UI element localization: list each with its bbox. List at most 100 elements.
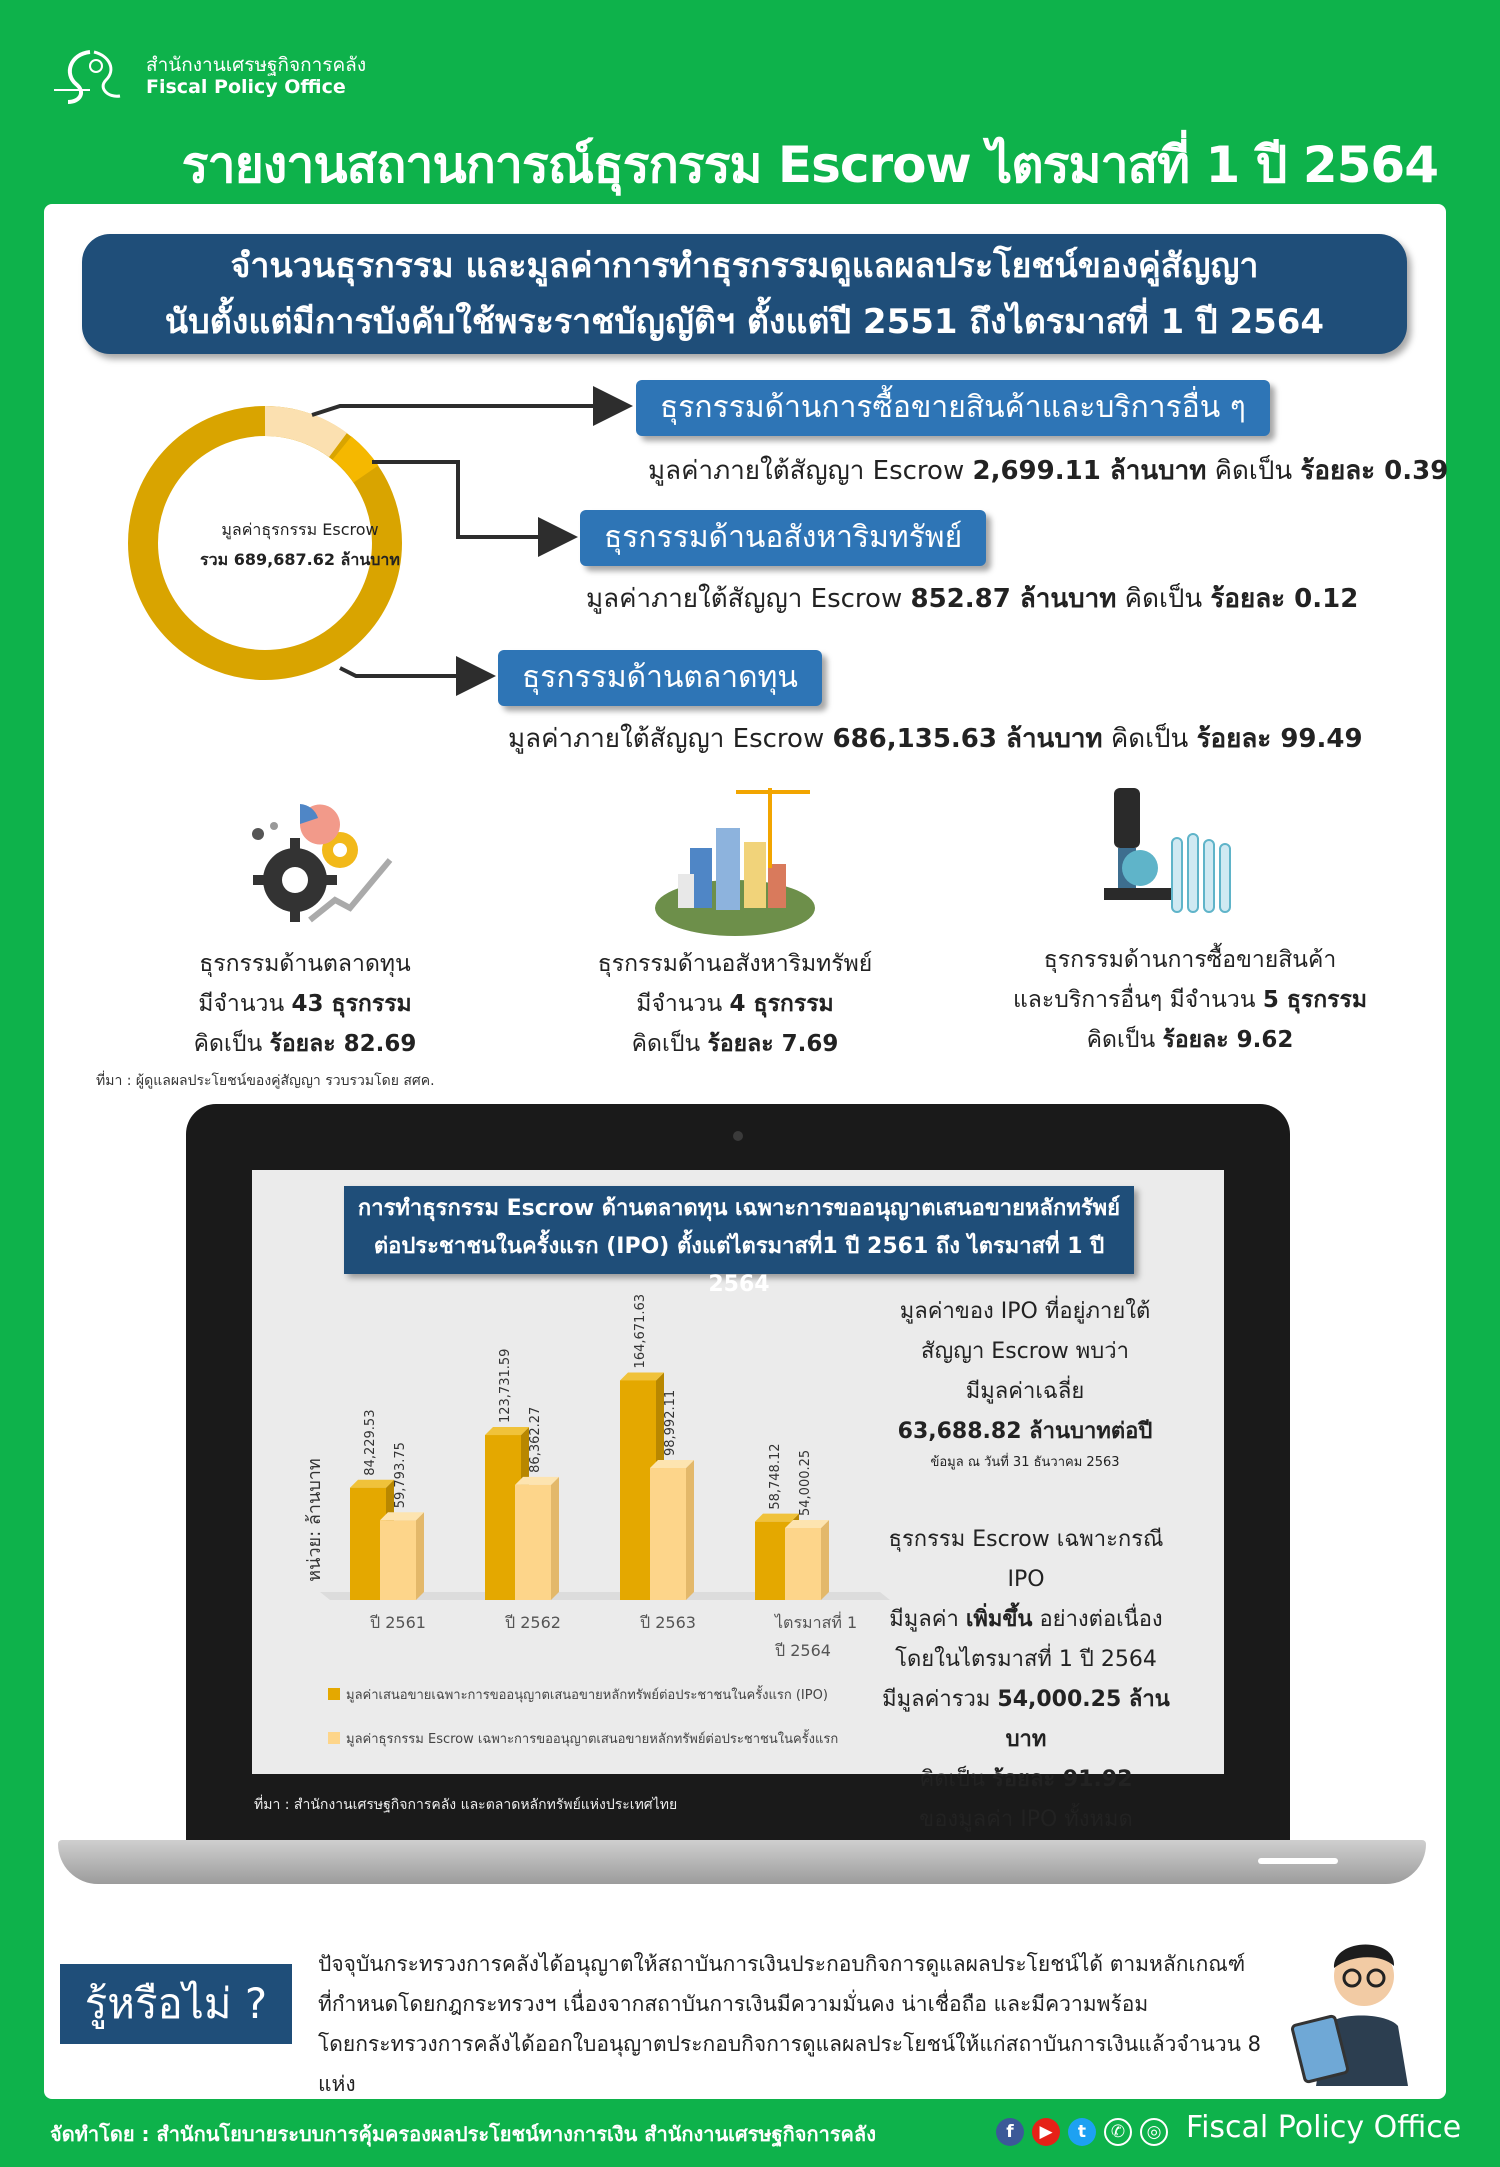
value-prefix: มูลค่าภายใต้สัญญา Escrow (586, 584, 911, 614)
x-tick-label: ปี 2562 (505, 1613, 561, 1632)
count-title: ธุรกรรมด้านอสังหาริมทรัพย์ (597, 951, 873, 977)
microscope-icon (1104, 788, 1231, 913)
side-span: อย่างต่อเนื่อง (1032, 1607, 1163, 1632)
footer-brand: Fiscal Policy Office (1186, 2110, 1462, 2145)
know-line: โดยกระทรวงการคลังได้ออกใบอนุญาตประกอบกิจ… (318, 2032, 1262, 2096)
bar-top (650, 1460, 694, 1469)
value-mid: คิดเป็น (1102, 724, 1197, 754)
arrow-to-goods (311, 386, 633, 426)
x-tick-label: ปี 2561 (370, 1613, 426, 1632)
bar-data-label: 59,793.75 (393, 1442, 408, 1508)
page-title: รายงานสถานการณ์ธุรกรรม Escrow ไตรมาสที่ … (181, 136, 1439, 194)
side-line: ธุรกรรม Escrow เฉพาะกรณี IPO (888, 1527, 1164, 1592)
side-line: มูลค่าของ IPO ที่อยู่ภายใต้ (899, 1299, 1151, 1324)
bar-data-label: 164,671.63 (633, 1294, 648, 1368)
side-line-bold: 63,688.82 ล้านบาทต่อปี (897, 1419, 1153, 1444)
bar-side (821, 1519, 829, 1600)
count-prefix: มีจำนวน (198, 991, 292, 1017)
count-title: ธุรกรรมด้านตลาดทุน (199, 951, 411, 977)
count-value: 4 ธุรกรรม (729, 991, 834, 1017)
bar (515, 1484, 551, 1600)
count-percent: คิดเป็น ร้อยละ 82.69 (150, 1024, 460, 1064)
bar-top (350, 1479, 394, 1488)
count-number: มีจำนวน 43 ธุรกรรม (150, 984, 460, 1024)
donut-center-label: มูลค่าธุรกรรม Escrow รวม 689,687.62 ล้าน… (150, 515, 450, 575)
banner-line-1: จำนวนธุรกรรม และมูลค่าการทำธุรกรรมดูแลผล… (230, 246, 1259, 286)
screen-title-line-2: ต่อประชาชนในครั้งแรก (IPO) ตั้งแต่ไตรมาส… (373, 1234, 1105, 1297)
side-bold: ร้อยละ 91.92 (992, 1767, 1133, 1792)
percent-prefix: คิดเป็น (1086, 1027, 1163, 1053)
count-capital: ธุรกรรมด้านตลาดทุน มีจำนวน 43 ธุรกรรม คิ… (150, 944, 460, 1064)
value-amount: 2,699.11 ล้านบาท (972, 456, 1207, 486)
side-span: มีมูลค่า (889, 1607, 966, 1632)
legend-label: มูลค่าเสนอขายเฉพาะการขออนุญาตเสนอขายหลัก… (346, 1685, 828, 1703)
connector-arrows (311, 386, 633, 696)
count-prefix: และบริการอื่นๆ มีจำนวน (1012, 987, 1263, 1013)
legend-swatch (328, 1732, 340, 1744)
side-line: โดยในไตรมาสที่ 1 ปี 2564 (895, 1647, 1157, 1672)
bar-data-label: 54,000.25 (798, 1450, 813, 1516)
gears-chart-icon (252, 804, 393, 923)
side-line: คิดเป็น ร้อยละ 91.92 (876, 1760, 1176, 1800)
know-line: ปัจจุบันกระทรวงการคลังได้อนุญาตให้สถาบัน… (318, 1952, 1246, 1976)
screen-title: การทำธุรกรรม Escrow ด้านตลาดทุน เฉพาะการ… (344, 1186, 1134, 1297)
percent-value: ร้อยละ 7.69 (707, 1031, 839, 1057)
laptop-notch (1258, 1858, 1338, 1864)
y-axis-label: หน่วย: ล้านบาท (304, 1458, 325, 1581)
value-amount: 686,135.63 ล้านบาท (832, 724, 1103, 754)
person-with-tablet-icon (1290, 1944, 1408, 2086)
globe-icon[interactable]: ◎ (1140, 2118, 1168, 2146)
category-value-realestate: มูลค่าภายใต้สัญญา Escrow 852.87 ล้านบาท … (586, 578, 1358, 619)
bar-data-label: 86,362.27 (528, 1407, 543, 1473)
count-percent: คิดเป็น ร้อยละ 7.69 (570, 1024, 900, 1064)
city-buildings-icon (655, 788, 815, 936)
value-percent: ร้อยละ 0.12 (1210, 584, 1359, 614)
bar-side (551, 1476, 559, 1600)
donut-seg-goods (264, 405, 347, 458)
arrow-to-realestate (372, 460, 578, 557)
side-line: ของมูลค่า IPO ทั้งหมด (919, 1807, 1133, 1832)
value-percent: ร้อยละ 0.39 (1300, 456, 1449, 486)
phone-icon[interactable]: ✆ (1104, 2118, 1132, 2146)
bar (785, 1527, 821, 1600)
screen-title-line-1: การทำธุรกรรม Escrow ด้านตลาดทุน เฉพาะการ… (357, 1196, 1121, 1221)
count-percent: คิดเป็น ร้อยละ 9.62 (1010, 1020, 1370, 1060)
donut-chart (128, 405, 402, 680)
count-number: มีจำนวน 4 ธุรกรรม (570, 984, 900, 1024)
bar-top (485, 1427, 529, 1436)
category-value-capital: มูลค่าภายใต้สัญญา Escrow 686,135.63 ล้าน… (508, 718, 1363, 759)
side-line: สัญญา Escrow พบว่า (921, 1339, 1129, 1364)
percent-prefix: คิดเป็น (631, 1031, 708, 1057)
percent-value: ร้อยละ 82.69 (269, 1031, 417, 1057)
count-value: 5 ธุรกรรม (1262, 987, 1368, 1013)
bar-data-label: 98,992.11 (663, 1390, 678, 1456)
fpo-emblem-icon (54, 50, 121, 104)
count-number: และบริการอื่นๆ มีจำนวน 5 ธุรกรรม (1010, 980, 1370, 1020)
value-percent: ร้อยละ 99.49 (1196, 724, 1363, 754)
count-goods: ธุรกรรมด้านการซื้อขายสินค้า และบริการอื่… (1010, 940, 1370, 1060)
org-name-thai: สำนักงานเศรษฐกิจการคลัง (146, 54, 367, 76)
bar-top (755, 1513, 799, 1522)
laptop-camera-icon (733, 1131, 743, 1141)
fpo-logo: สำนักงานเศรษฐกิจการคลัง Fiscal Policy Of… (50, 44, 390, 108)
side-bold: เพิ่มขึ้น (965, 1607, 1033, 1632)
twitter-icon[interactable]: t (1068, 2118, 1096, 2146)
bar-data-label: 58,748.12 (768, 1443, 783, 1509)
bar-top (785, 1519, 829, 1528)
bar-top (380, 1512, 424, 1521)
side-text-average: มูลค่าของ IPO ที่อยู่ภายใต้ สัญญา Escrow… (880, 1292, 1170, 1474)
laptop-base (58, 1840, 1426, 1884)
bar-data-label: 123,731.59 (498, 1349, 513, 1423)
side-text-growth: ธุรกรรม Escrow เฉพาะกรณี IPO มีมูลค่า เพ… (876, 1520, 1176, 1840)
facebook-icon[interactable]: f (996, 2118, 1024, 2146)
summary-banner: จำนวนธุรกรรม และมูลค่าการทำธุรกรรมดูแลผล… (82, 234, 1407, 354)
category-value-goods: มูลค่าภายใต้สัญญา Escrow 2,699.11 ล้านบา… (648, 450, 1448, 491)
category-pill-capital: ธุรกรรมด้านตลาดทุน (498, 650, 822, 706)
source-note-1: ที่มา : ผู้ดูแลผลประโยชน์ของคู่สัญญา รวบ… (96, 1073, 435, 1089)
side-span: คิดเป็น (919, 1767, 993, 1792)
side-line: มีมูลค่ารวม 54,000.25 ล้านบาท (876, 1680, 1176, 1760)
side-line: มีมูลค่า เพิ่มขึ้น อย่างต่อเนื่อง (876, 1600, 1176, 1640)
legend-label: มูลค่าธุรกรรม Escrow เฉพาะการขออนุญาตเสน… (346, 1729, 838, 1747)
value-prefix: มูลค่าภายใต้สัญญา Escrow (508, 724, 833, 754)
youtube-icon[interactable]: ▶ (1032, 2118, 1060, 2146)
